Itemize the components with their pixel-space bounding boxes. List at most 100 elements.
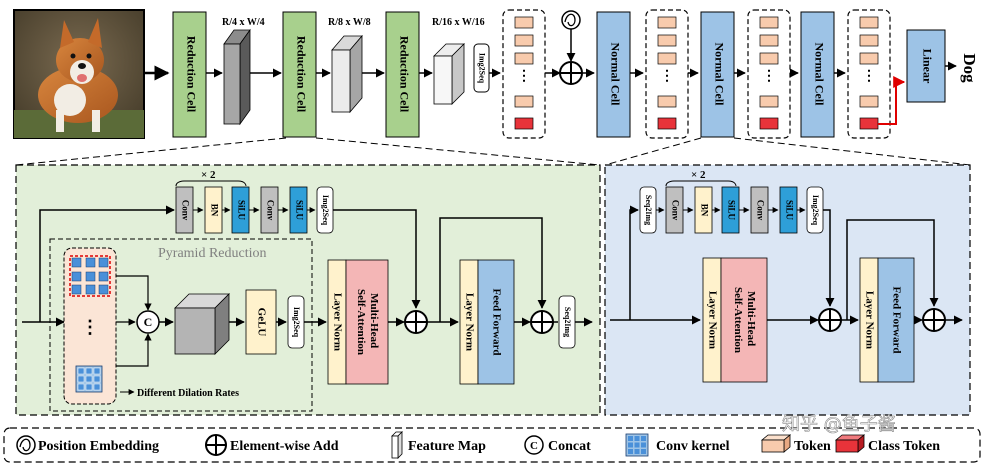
class-token-legend-icon <box>835 439 859 453</box>
svg-text:Img2Seq: Img2Seq <box>478 53 487 84</box>
svg-text:⋮: ⋮ <box>517 69 531 84</box>
mhsa-block-2: Multi-Head Self-Attention <box>720 257 768 383</box>
feature-map-2 <box>331 34 363 114</box>
svg-text:⋮: ⋮ <box>81 317 99 337</box>
svg-text:C: C <box>144 315 153 329</box>
reduction-cell-3-label: Reduction Cell <box>397 36 411 113</box>
svg-text:Multi-Head Self-Attent: Multi-Head Self-Attention <box>355 289 380 355</box>
output-label: Dog <box>960 53 979 83</box>
legend-class-token: Class Token <box>834 434 940 454</box>
img2seq-top: Img2Seq <box>473 43 490 93</box>
conv-block-3: Conv <box>665 186 684 234</box>
class-token-path <box>878 76 906 125</box>
svg-text:BN: BN <box>699 204 709 217</box>
svg-text:× 2: × 2 <box>691 169 706 181</box>
svg-text:Layer Norm: Layer Norm <box>863 291 875 349</box>
mhsa-block-1: Multi-Head Self-Attention <box>345 259 389 385</box>
svg-text:SiLU: SiLU <box>784 200 794 221</box>
svg-text:Normal Cell: Normal Cell <box>812 43 826 107</box>
svg-text:Feature Map: Feature Map <box>408 439 486 454</box>
conv-block-1: Conv <box>175 186 194 234</box>
bn-block-1: BN <box>204 186 223 234</box>
reduction-cell-2: Reduction Cell <box>282 11 317 138</box>
token-legend-icon <box>761 439 785 453</box>
feature-map-cube <box>174 293 230 355</box>
svg-text:Layer Norm: Layer Norm <box>706 291 718 349</box>
svg-text:Img2Seq: Img2Seq <box>292 307 301 338</box>
mhsa-line-1: Multi-Head <box>745 291 757 346</box>
svg-text:Linear: Linear <box>920 49 934 84</box>
position-embedding-icon <box>561 10 581 30</box>
concat-legend-icon <box>524 435 544 455</box>
svg-text:Layer Norm: Layer Norm <box>463 293 475 351</box>
legend: Position Embedding Element-wise Add Feat… <box>3 427 981 463</box>
class-token <box>514 117 534 130</box>
silu-block-2: SiLU <box>289 186 308 234</box>
linear-head: Linear <box>906 29 946 103</box>
reduction-cell-1: Reduction Cell <box>172 11 207 138</box>
svg-text:⋮: ⋮ <box>762 69 776 84</box>
add-icon-1 <box>404 310 428 334</box>
svg-text:Class Token: Class Token <box>868 439 940 454</box>
normal-cell-3: Normal Cell <box>800 11 835 138</box>
svg-text:Feed Forward: Feed Forward <box>890 287 902 354</box>
token-sequence-2: ⋮ <box>645 9 689 139</box>
svg-text:⋮: ⋮ <box>862 69 876 84</box>
resolution-label-2: R/8 x W/8 <box>328 17 371 28</box>
dilated-kernel-2 <box>75 365 103 393</box>
resolution-label-1: R/4 x W/4 <box>222 17 265 28</box>
feature-map-3 <box>433 43 465 105</box>
svg-text:Conv: Conv <box>180 200 190 221</box>
mhsa-line-2: Self-Attention <box>732 287 744 353</box>
svg-text:Seq2Img: Seq2Img <box>644 195 653 225</box>
position-embedding-legend-icon <box>16 435 36 455</box>
feature-map-1 <box>223 28 251 126</box>
svg-text:Multi-Head Self-Attent: Multi-Head Self-Attention <box>732 287 757 353</box>
img2seq-block-1: Img2Seq <box>316 186 334 234</box>
bn-block-2: BN <box>694 186 713 234</box>
svg-text:Feed Forward: Feed Forward <box>490 289 502 356</box>
token-sequence-4: ⋮ <box>847 9 891 139</box>
token-sequence-1: ⋮ <box>502 9 546 139</box>
svg-text:Layer Norm: Layer Norm <box>331 293 343 351</box>
svg-text:Conv: Conv <box>755 200 765 221</box>
layer-norm-4: Layer Norm <box>859 257 879 383</box>
legend-feature-map: Feature Map <box>391 431 486 459</box>
legend-concat: C Concat <box>524 435 591 455</box>
svg-text:Img2Seq: Img2Seq <box>811 195 820 226</box>
svg-text:Concat: Concat <box>548 439 591 454</box>
svg-text:Conv: Conv <box>670 200 680 221</box>
svg-text:GeLU: GeLU <box>255 308 267 337</box>
silu-block-4: SiLU <box>779 186 798 234</box>
token-sequence-3: ⋮ <box>747 9 791 139</box>
concat-icon: C <box>136 310 160 334</box>
mhsa-line-2: Self-Attention <box>355 289 367 355</box>
dilation-caption: Different Dilation Rates <box>137 388 239 399</box>
svg-text:Element-wise Add: Element-wise Add <box>230 439 339 454</box>
ffn-block-2: Feed Forward <box>877 257 915 383</box>
watermark: 知乎 @鱼子酱 <box>782 414 896 435</box>
svg-text:Normal Cell: Normal Cell <box>712 43 726 107</box>
dilated-kernel-1 <box>69 255 111 297</box>
conv-block-4: Conv <box>750 186 769 234</box>
add-icon-3 <box>818 308 842 332</box>
svg-text:SiLU: SiLU <box>294 200 304 221</box>
svg-text:Conv: Conv <box>265 200 275 221</box>
conv-block-2: Conv <box>260 186 279 234</box>
normal-cell-detail: Seq2Img × 2 Conv BN SiLU Conv SiLU <box>604 164 971 416</box>
svg-text:C: C <box>530 440 538 452</box>
pyramid-title: Pyramid Reduction <box>158 246 267 261</box>
reduction-cell-3: Reduction Cell <box>385 11 420 138</box>
svg-text:SiLU: SiLU <box>726 200 736 221</box>
layer-norm-1: Layer Norm <box>327 259 347 385</box>
silu-block-3: SiLU <box>721 186 740 234</box>
gelu-block: GeLU <box>245 289 277 355</box>
input-image <box>13 9 145 139</box>
svg-text:Normal Cell: Normal Cell <box>608 43 622 107</box>
svg-text:⋮: ⋮ <box>660 69 674 84</box>
layer-norm-3: Layer Norm <box>702 257 722 383</box>
add-icon-2 <box>530 310 554 334</box>
mhsa-line-1: Multi-Head <box>368 293 380 348</box>
add-icon-4 <box>922 308 946 332</box>
pyramid-reduction-panel: Pyramid Reduction ⋮ <box>49 238 313 412</box>
